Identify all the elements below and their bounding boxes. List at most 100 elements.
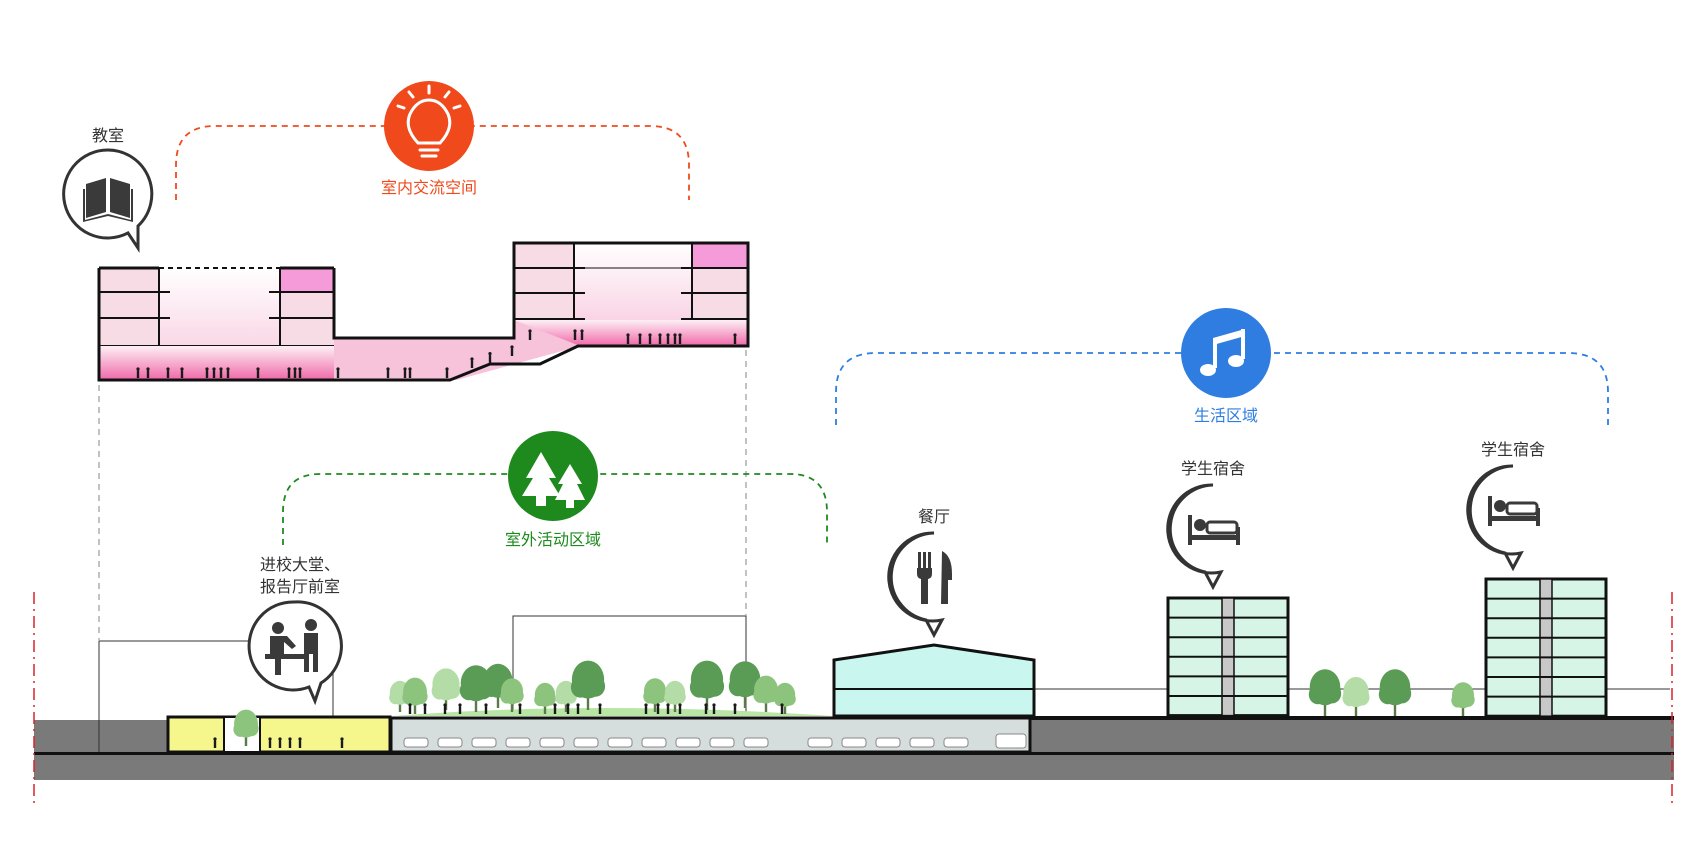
- tree: [643, 678, 667, 712]
- left-magenta-room: [280, 268, 334, 292]
- tree: [402, 677, 428, 714]
- person-figure: [205, 367, 209, 378]
- person-figure: [712, 703, 716, 714]
- car-icon: [539, 737, 565, 748]
- indoor-zone-label: 室内交流空间: [381, 178, 477, 197]
- car-icon: [437, 737, 463, 748]
- person-figure: [256, 367, 260, 378]
- dining-bubble: [887, 531, 945, 639]
- dorm-1-bubble: [1166, 483, 1224, 591]
- tree: [664, 680, 686, 712]
- classroom-marker: 教室: [62, 126, 154, 253]
- person-figure: [580, 329, 584, 340]
- outdoor-zone-label: 室外活动区域: [505, 530, 601, 549]
- dorm-core: [1539, 578, 1553, 717]
- dorm-building-1: [1166, 596, 1290, 718]
- tree: [1342, 677, 1370, 716]
- lightbulb-icon: [396, 84, 462, 158]
- person-figure: [704, 703, 708, 714]
- person-figure: [638, 333, 642, 344]
- car-icon: [675, 737, 701, 748]
- person-figure: [288, 737, 292, 748]
- car-icon: [471, 737, 497, 748]
- car-icon: [743, 737, 769, 748]
- auditorium-outline: [98, 640, 334, 752]
- person-figure: [226, 367, 230, 378]
- person-figure: [298, 367, 302, 378]
- person-figure: [268, 737, 272, 748]
- car-icon: [505, 737, 531, 748]
- van-icon: [995, 733, 1027, 749]
- dining-label: 餐厅: [918, 507, 950, 526]
- lobby-label-line1: 进校大堂、: [260, 555, 340, 574]
- person-figure: [658, 333, 662, 344]
- book-icon: [83, 178, 133, 222]
- person-figure: [403, 367, 407, 378]
- person-figure: [598, 703, 602, 714]
- car-icon: [709, 737, 735, 748]
- reception-icon: [265, 619, 318, 675]
- car-icon: [909, 737, 935, 748]
- raised-ground-edge: [1030, 716, 1674, 720]
- lobby-marker: 进校大堂、 报告厅前室: [247, 555, 343, 706]
- tree: [534, 682, 556, 714]
- person-figure: [445, 367, 449, 378]
- bed-icon: [1488, 496, 1540, 526]
- car-row: [403, 737, 969, 748]
- underground-parking: [389, 716, 1032, 754]
- outdoor-zone-marker: 室外活动区域: [505, 431, 601, 549]
- person-figure: [340, 737, 344, 748]
- person-figure: [553, 703, 557, 714]
- tree: [1308, 669, 1342, 716]
- person-figure: [678, 703, 682, 714]
- podium-lawn: [393, 708, 833, 716]
- person-figure: [576, 703, 580, 714]
- person-figure: [408, 703, 412, 714]
- bed-icon: [1188, 515, 1240, 545]
- car-icon: [875, 737, 901, 748]
- person-figure: [136, 367, 140, 378]
- indoor-zone-circle: [384, 81, 474, 171]
- tree: [1451, 682, 1475, 716]
- car-icon: [403, 737, 429, 748]
- tree: [570, 660, 606, 710]
- living-zone-circle: [1181, 308, 1271, 398]
- person-figure: [733, 333, 737, 344]
- person-figure: [566, 703, 570, 714]
- person-figure: [443, 703, 447, 714]
- dorm-2-label: 学生宿舍: [1481, 440, 1545, 459]
- tree: [1378, 669, 1412, 716]
- person-figure: [573, 329, 577, 340]
- left-ground-floor: [99, 346, 334, 380]
- person-figure: [733, 703, 737, 714]
- person-figure: [648, 333, 652, 344]
- person-figure: [510, 345, 514, 356]
- person-figure: [336, 367, 340, 378]
- person-figure: [146, 367, 150, 378]
- raised-ground-east: [1030, 720, 1674, 752]
- tree: [774, 682, 796, 714]
- person-figure: [678, 333, 682, 344]
- person-figure: [780, 703, 784, 714]
- left-classroom-stack: [99, 268, 159, 346]
- classroom-complex: [97, 241, 750, 382]
- outdoor-zone-bracket: [282, 473, 828, 545]
- person-figure: [458, 703, 462, 714]
- car-icon: [841, 737, 867, 748]
- person-figure: [278, 737, 282, 748]
- people-row-upper: [136, 329, 737, 378]
- person-figure: [166, 367, 170, 378]
- classroom-label: 教室: [92, 126, 124, 145]
- tree: [431, 668, 461, 710]
- fork-knife-icon: [917, 551, 952, 604]
- dining-building: [832, 643, 1036, 718]
- living-zone-marker: 生活区域: [1181, 308, 1271, 425]
- person-figure: [408, 367, 412, 378]
- dorm-2-marker: 学生宿舍: [1466, 440, 1545, 572]
- person-figure: [666, 333, 670, 344]
- dining-box: [832, 643, 1036, 718]
- person-figure: [386, 367, 390, 378]
- dorm-building-2: [1484, 577, 1608, 718]
- person-figure: [470, 357, 474, 368]
- tree: [753, 675, 779, 712]
